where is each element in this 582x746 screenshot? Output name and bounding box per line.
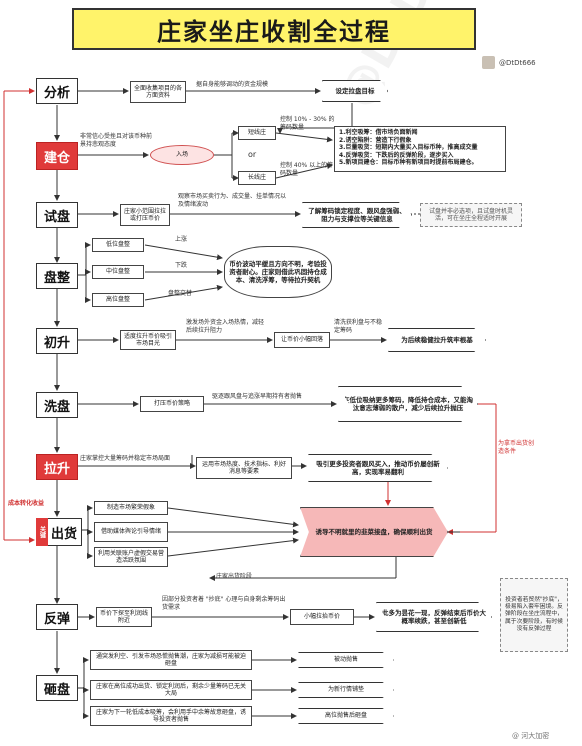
- build-entry: 入场: [150, 145, 214, 165]
- rise-attract-box: 适度拉升币价吸引市场目光: [120, 330, 176, 350]
- page-title: 庄家坐庄收割全过程: [72, 8, 476, 50]
- rebound-lift-box: 小幅拉抬币价: [290, 609, 354, 625]
- crash-result: 为新行情铺垫: [298, 682, 394, 698]
- rebound-profit-line-box: 币价下探至利润线附近: [96, 607, 152, 627]
- rebound-top-edge: 庄家出货阶段: [216, 573, 253, 580]
- build-long-box: 长线庄: [238, 171, 276, 185]
- wash-result: 在低位吸纳更多筹码，降低持仓成本，又能淘汰意志薄弱的散户，减少后续拉升抛压: [338, 386, 478, 422]
- rebound-result: 此多为昙花一现，反弹结束后币价大概率续跌，甚至创新低: [376, 602, 492, 632]
- stage-test: 试盘: [36, 202, 78, 228]
- pull-result: 吸引更多投资者跟风买入，推动币价屡创新高，实现率易翻利: [308, 454, 448, 482]
- consolidate-high: 高位盘整: [92, 293, 144, 307]
- stage-pull-up: 拉升: [36, 454, 78, 480]
- rise-result: 为后续稳健拉升筑牢根基: [388, 328, 486, 352]
- stage-wash: 洗盘: [36, 392, 78, 418]
- pull-tools-box: 运用市场热度、技术指标、利好消息等要素: [196, 457, 292, 479]
- consolidate-up-label: 上涨: [175, 236, 188, 243]
- ship-item: 制造市场繁荣假象: [94, 501, 168, 515]
- build-tactic: 3.巨量吸货：短期内大量买入目标币种，推高成交量: [339, 144, 478, 151]
- test-side-note: 试盘并非必选项，且试盘时机灵活，可在坐庄全程适时开展: [420, 203, 522, 227]
- analyze-goal: 设定拉盘目标: [322, 80, 388, 102]
- wash-side-note: 为拿币出货创造条件: [498, 440, 535, 455]
- author-name: @DtDt666: [499, 58, 536, 67]
- avatar: [482, 56, 495, 69]
- stage-consolidate: 盘整: [36, 263, 78, 289]
- footer-watermark: @ 河大加密: [512, 732, 550, 740]
- rise-edge1-label: 激发场外资金入场热情，减轻后续拉升阻力: [186, 319, 265, 334]
- build-short-note: 控制 10% - 30% 的筹码数量: [280, 116, 335, 131]
- build-left-note: 非常信心受挫且对该币种前景持悲观态度: [80, 133, 153, 148]
- rebound-edge-label: 因部分投资者着 "抄底" 心理与自身剩余筹码出货需求: [162, 596, 286, 611]
- stage-rebound: 反弹: [36, 604, 78, 630]
- stage-initial-rise: 初升: [36, 328, 78, 354]
- rise-edge2-label: 清洗获利盘与不稳定筹码: [334, 319, 383, 334]
- crash-result: 高位抛售后砸盘: [298, 708, 394, 724]
- consolidate-low: 低位盘整: [92, 238, 144, 252]
- consolidate-down-label: 下跌: [175, 262, 188, 269]
- stage-analyze: 分析: [36, 78, 78, 104]
- ship-result: 诱导不明就里的韭菜接盘，确保顺利出货: [300, 507, 448, 557]
- ship-item: 借助媒体舆论引导情绪: [94, 522, 168, 542]
- rebound-side-note: 投资者若贸然"抄底"，极易陷入套牢困境。反弹阶段在坐庄流程中，属于次要阶段，有时…: [500, 578, 568, 652]
- key-badge: 关键: [36, 518, 48, 546]
- build-tactic: 1.利空吸筹：借市场负面新闻: [339, 129, 418, 136]
- consolidate-cross-label: 盘整交替: [168, 290, 193, 297]
- author-tag: @DtDt666: [482, 56, 536, 69]
- ship-item: 利用关联账户虚假交易营造活跃氛围: [94, 547, 168, 567]
- stage-crash: 砸盘: [36, 675, 78, 701]
- crash-cause: 通突发利空、引发市场恐慌抛售潮，庄家为减损可能被迫砸盘: [90, 650, 252, 670]
- crash-cause: 庄家为下一轮低成本吸筹，会利用手中余筹故意砸盘，诱导投资者抛售: [90, 706, 252, 726]
- build-or: or: [248, 150, 257, 159]
- build-long-note: 控制 40% 以上的筹码数量: [280, 162, 334, 177]
- build-tactic: 5.新项目建仓：目标币种有新项目时提前布局建仓。: [339, 159, 478, 166]
- build-tactics-box: 1.利空吸筹：借市场负面新闻 2.诱空陷阱：营造下行假象 3.巨量吸货：短期内大…: [334, 126, 506, 172]
- analyze-edge-label: 据自身能够调动的资金规模: [196, 81, 269, 88]
- stage-build: 建仓: [36, 142, 78, 170]
- stage-ship-label: 出货: [50, 526, 77, 542]
- ship-cost-label: 成本转化收益: [8, 500, 45, 507]
- build-short-box: 短线庄: [238, 126, 276, 140]
- consolidate-mid: 中位盘整: [92, 265, 144, 279]
- wash-press-box: 打压币价策略: [140, 396, 204, 412]
- consolidate-result: 币价波动平缓且方向不明，考验投资者耐心。庄家则借此巩固持仓成本、清洗浮筹，等待拉…: [224, 246, 332, 298]
- build-tactic: 2.诱空陷阱：营造下行假象: [339, 136, 412, 144]
- test-edge-label: 观察市场买卖行为、成交量、挂单情况以及情绪波动: [178, 193, 287, 208]
- wash-edge-label: 驱逐跟风盘与追涨早期持有者抛售: [212, 393, 303, 400]
- pull-edge-label: 庄家掌控大量筹码并稳定市场局面: [80, 455, 171, 462]
- test-result: 了解筹码锁定程度、跟风盘强弱、阻力与支撑位等关键信息: [302, 202, 412, 228]
- crash-cause: 庄家在高位成功出货、锁定利润后，剩余少量筹码已无关大局: [90, 680, 252, 700]
- build-tactic: 4.反弹吸货：下跌后的反弹阶段，逐步买入: [339, 151, 454, 159]
- crash-result: 被动抛售: [298, 652, 394, 668]
- stage-ship: 关键 出货: [36, 518, 82, 546]
- rise-dip-box: 让币价小幅回落: [274, 332, 330, 348]
- analyze-collect-box: 全面收集项目的各方面资料: [130, 81, 186, 103]
- test-probe-box: 庄家小范围拉拉或打压币价: [120, 204, 170, 226]
